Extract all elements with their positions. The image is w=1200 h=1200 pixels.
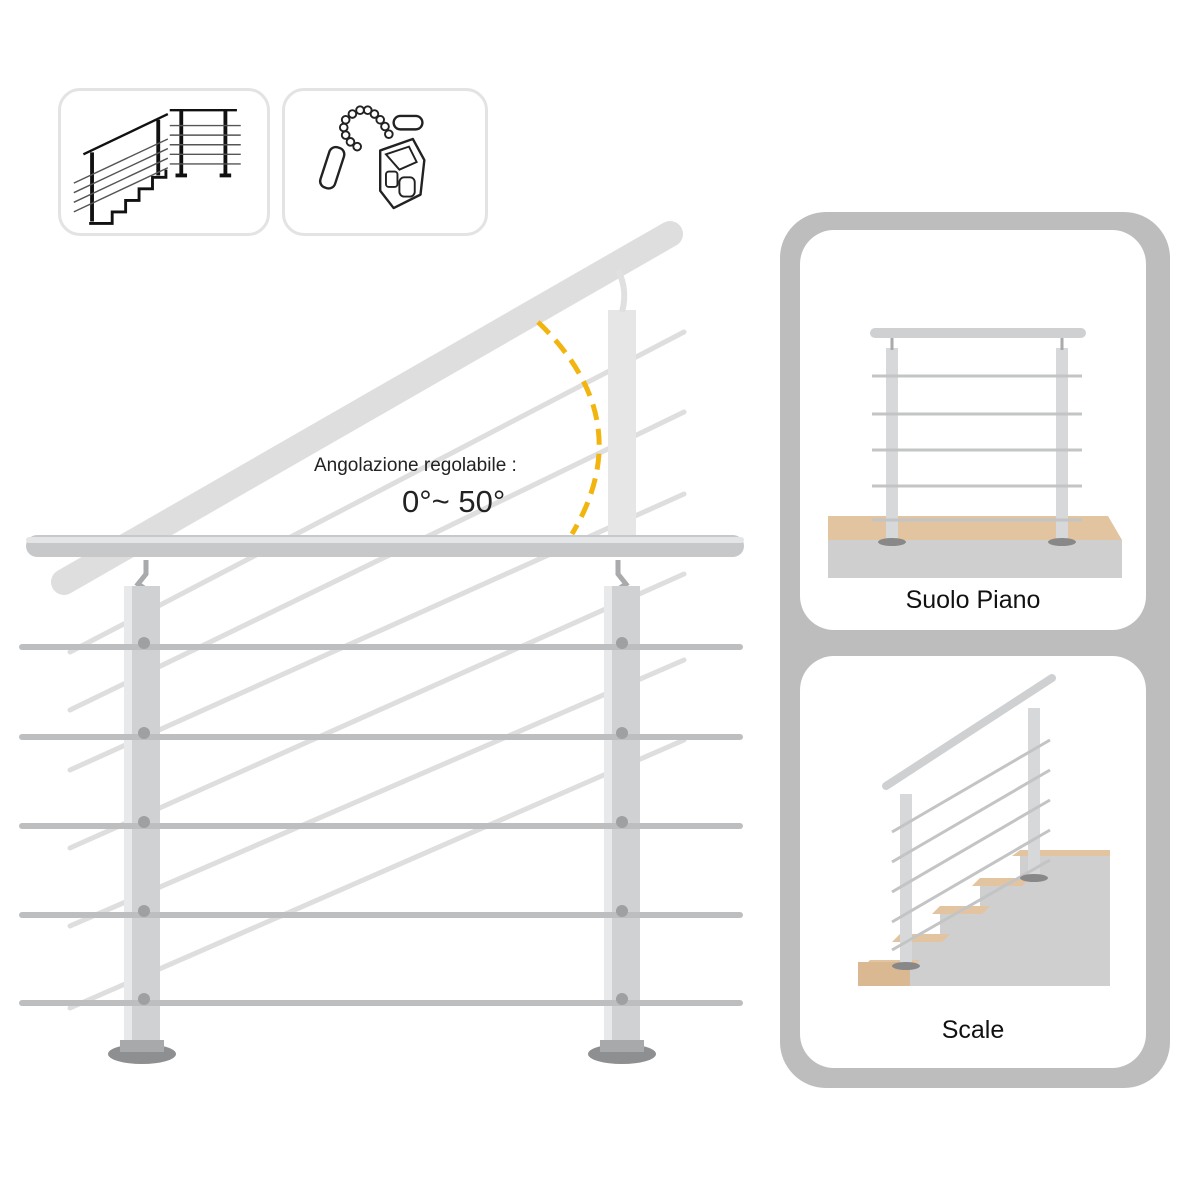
- bar-fixings: [138, 637, 628, 1005]
- base-plate-left: [108, 1040, 176, 1064]
- stairs-caption: Scale: [941, 1016, 1005, 1044]
- sloped-railing-ghost: [51, 221, 687, 1011]
- stairs-illustration: [858, 674, 1110, 986]
- scene-card-stairs: Scale: [800, 656, 1146, 1068]
- chainsaw-cut-tube-icon: [318, 105, 426, 210]
- angle-arc: [536, 320, 602, 536]
- flat-floor-caption: Suolo Piano: [905, 586, 1041, 614]
- flat-floor-illustration: [828, 328, 1122, 578]
- top-handrail: [26, 535, 744, 557]
- angle-range: 0°~ 50°: [402, 484, 506, 519]
- post-left: [124, 586, 160, 1046]
- base-plate-right: [588, 1040, 656, 1064]
- cut-to-size-icon-box: [282, 88, 488, 236]
- ghost-post: [608, 310, 636, 550]
- staircase-railing-icon: [73, 108, 241, 225]
- stair-railing-icon-box: [58, 88, 270, 236]
- railing-illustration: [19, 221, 744, 1064]
- scene-card-flat-floor: Suolo Piano: [800, 230, 1146, 630]
- angle-label: Angolazione regolabile :: [314, 455, 517, 476]
